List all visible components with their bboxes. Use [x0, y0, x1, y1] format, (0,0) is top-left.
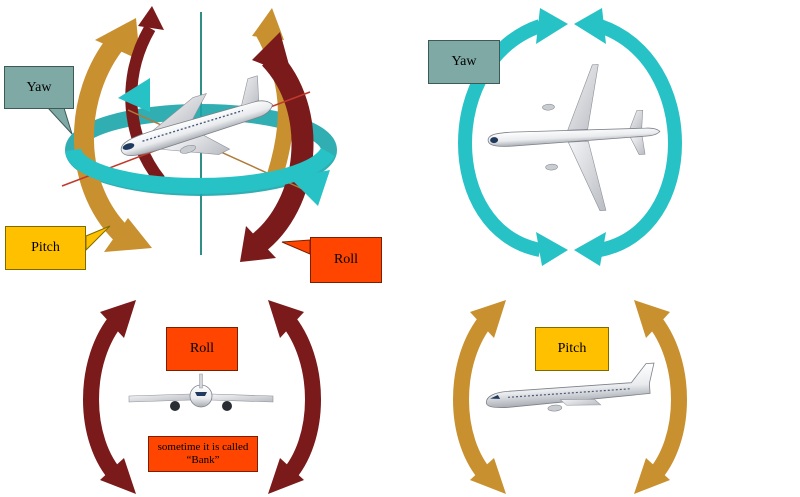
- roll-head-tr: [268, 300, 304, 338]
- roll-arc-right: [249, 50, 314, 254]
- pitch-arc-right-head: [252, 8, 284, 40]
- yaw-ring-front: [65, 146, 335, 194]
- roll-arc-left-head: [138, 6, 164, 30]
- yaw-ring-head-right: [290, 170, 330, 206]
- pitch-head-br: [634, 458, 670, 494]
- roll-diagram: [83, 300, 321, 494]
- yaw-diagram: [458, 8, 682, 266]
- pitch-label-topleft: Pitch: [5, 226, 86, 270]
- roll-arc-right-bl: [279, 312, 321, 484]
- roll-callout-pointer: [281, 239, 311, 255]
- roll-head-tl: [100, 300, 136, 338]
- roll-arc-left: [125, 25, 165, 184]
- yaw-head-br: [574, 232, 606, 266]
- yaw-head-tr: [574, 8, 606, 44]
- roll-label-bottomleft: Roll: [166, 327, 238, 371]
- airplane-icon: [485, 362, 655, 412]
- pitch-head-tr: [634, 300, 670, 338]
- pitch-head-tl: [470, 300, 506, 338]
- pitch-arc-head-bottom: [104, 218, 152, 252]
- roll-arc-right-head-bottom: [240, 226, 276, 262]
- yaw-callout-pointer: [46, 107, 73, 135]
- roll-label-topleft: Roll: [310, 237, 382, 283]
- roll-head-bl: [100, 458, 136, 494]
- yaw-arc-left: [458, 19, 543, 257]
- yaw-label-topright: Yaw: [428, 40, 500, 84]
- roll-arc-right-head-top: [252, 32, 292, 76]
- airplane-icon: [120, 75, 273, 156]
- pitch-arc-right-br: [645, 312, 687, 484]
- pitch-callout-pointer: [85, 225, 111, 252]
- roll-arc-left-bl: [83, 312, 125, 484]
- combined-axes-diagram: [61, 6, 337, 262]
- pitch-arc-left-br: [453, 312, 495, 484]
- pitch-arc: [74, 33, 135, 248]
- pitch-head-bl: [470, 458, 506, 494]
- bank-note-label: sometime it is called “Bank”: [148, 436, 258, 472]
- roll-head-br: [268, 458, 304, 494]
- yaw-head-bl: [536, 232, 568, 266]
- yaw-arc-right: [597, 19, 682, 257]
- pitch-arc-head-top: [95, 18, 140, 60]
- airplane-icon: [487, 64, 661, 211]
- pitch-label-bottomright: Pitch: [535, 327, 609, 371]
- airplane-icon: [128, 373, 274, 411]
- yaw-head-tl: [536, 8, 568, 44]
- pitch-diagram: [453, 300, 687, 494]
- yaw-label-topleft: Yaw: [4, 66, 74, 109]
- yaw-ring-head-left: [118, 78, 150, 112]
